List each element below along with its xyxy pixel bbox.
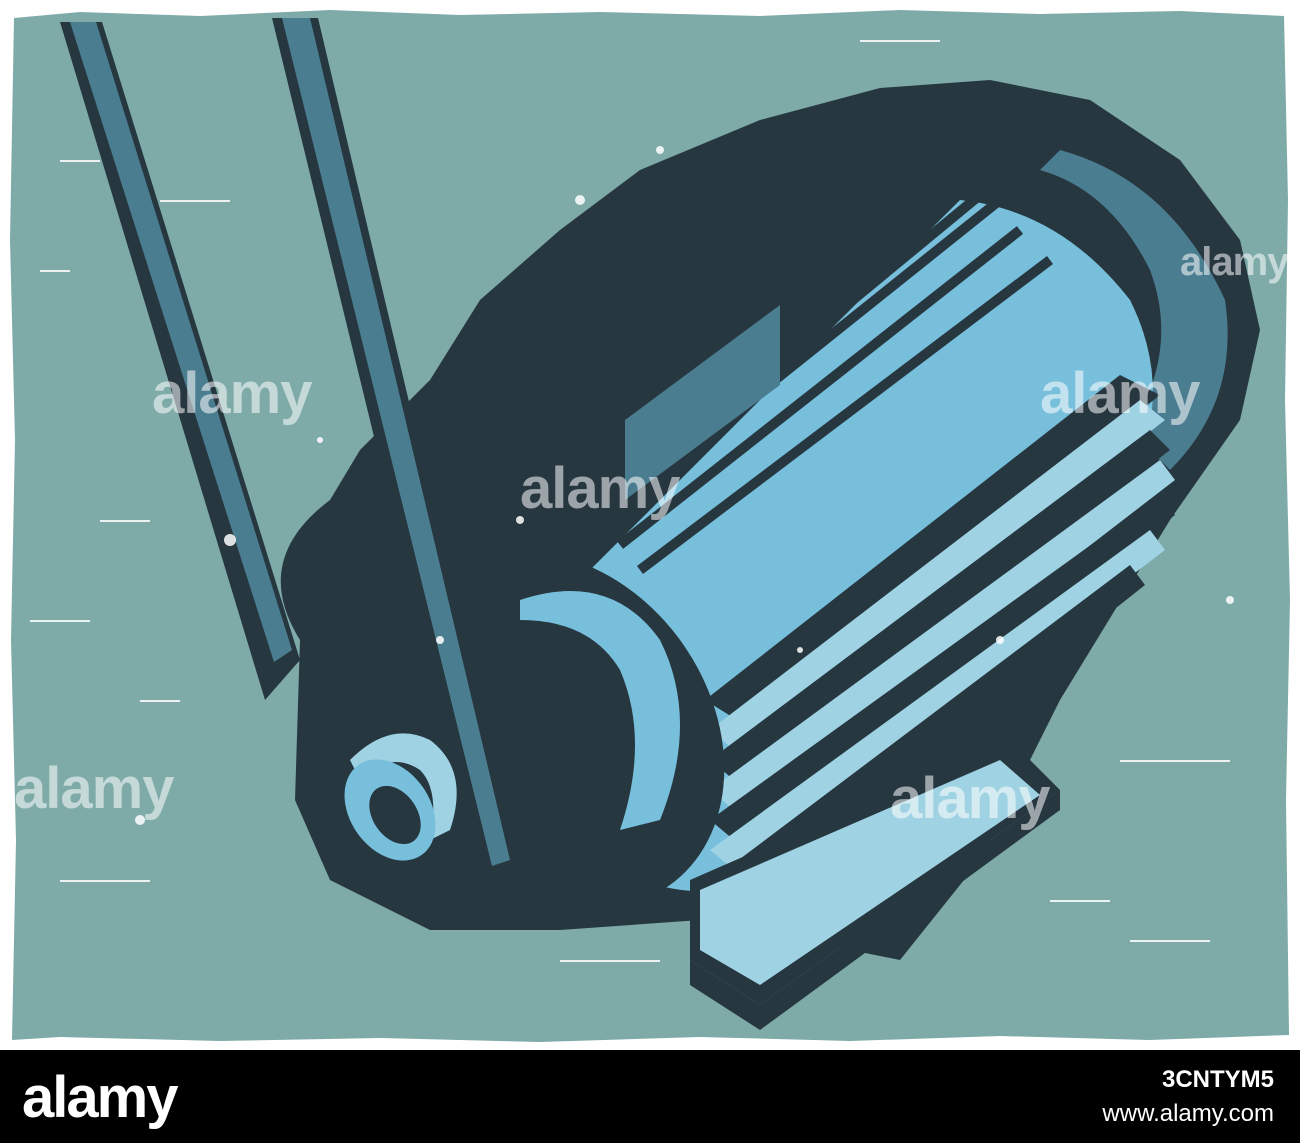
shaft-hole [369,785,421,845]
mounting-foot-top [690,790,1060,1030]
distress-texture [30,40,1234,962]
front-ring-highlight [520,591,680,830]
site-url-label: www.alamy.com [1102,1100,1274,1127]
cooling-fins-bottom [705,375,1175,905]
terminal-box [625,305,780,500]
motor-illustration: alamy alamy alamy alamy alamy alamy [10,10,1290,1042]
watermark-footer: alamy 3CNTYM5 www.alamy.com [0,1050,1300,1143]
belt-left-face [70,22,292,662]
rear-end-cap [1040,150,1228,470]
motor-artwork [10,10,1290,1042]
footer-info: 3CNTYM5 www.alamy.com [1102,1066,1274,1128]
mounting-foot-face [700,760,1040,985]
footer-logo: alamy [22,1065,178,1130]
image-id-label: 3CNTYM5 [1161,1066,1274,1093]
belt-right-face [282,18,510,866]
